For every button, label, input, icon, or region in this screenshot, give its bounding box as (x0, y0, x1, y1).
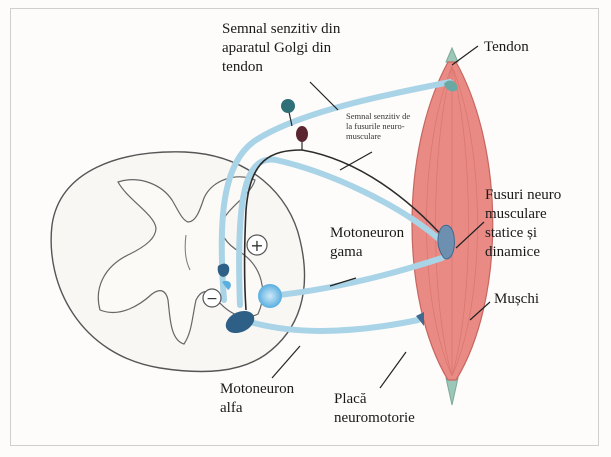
tendon-bottom (446, 378, 458, 405)
gamma-motoneuron-label: Motoneuron gama (330, 224, 404, 262)
spindle-neuron-body (296, 126, 308, 150)
inhibitory-sign: − (203, 289, 221, 307)
muscle-label: Mușchi (494, 290, 539, 309)
spindles-label: Fusuri neuro musculare statice și dinami… (485, 186, 561, 262)
excitatory-sign: + (247, 235, 267, 255)
golgi-signal-label: Semnal senzitiv din aparatul Golgi din t… (222, 20, 340, 77)
neuromotor-plate-label: Placă neuromotorie (334, 390, 415, 428)
spindle-signal-label: Semnal senzitiv de la fusurile neuro- mu… (346, 111, 410, 141)
tendon-label: Tendon (484, 38, 529, 57)
alpha-motoneuron-label: Motoneuron alfa (220, 380, 294, 418)
gamma-motoneuron-body (258, 284, 282, 308)
minus-symbol: − (206, 291, 218, 307)
plus-symbol: + (250, 236, 263, 255)
spinal-cord (51, 152, 304, 372)
tendon-top (446, 48, 458, 62)
